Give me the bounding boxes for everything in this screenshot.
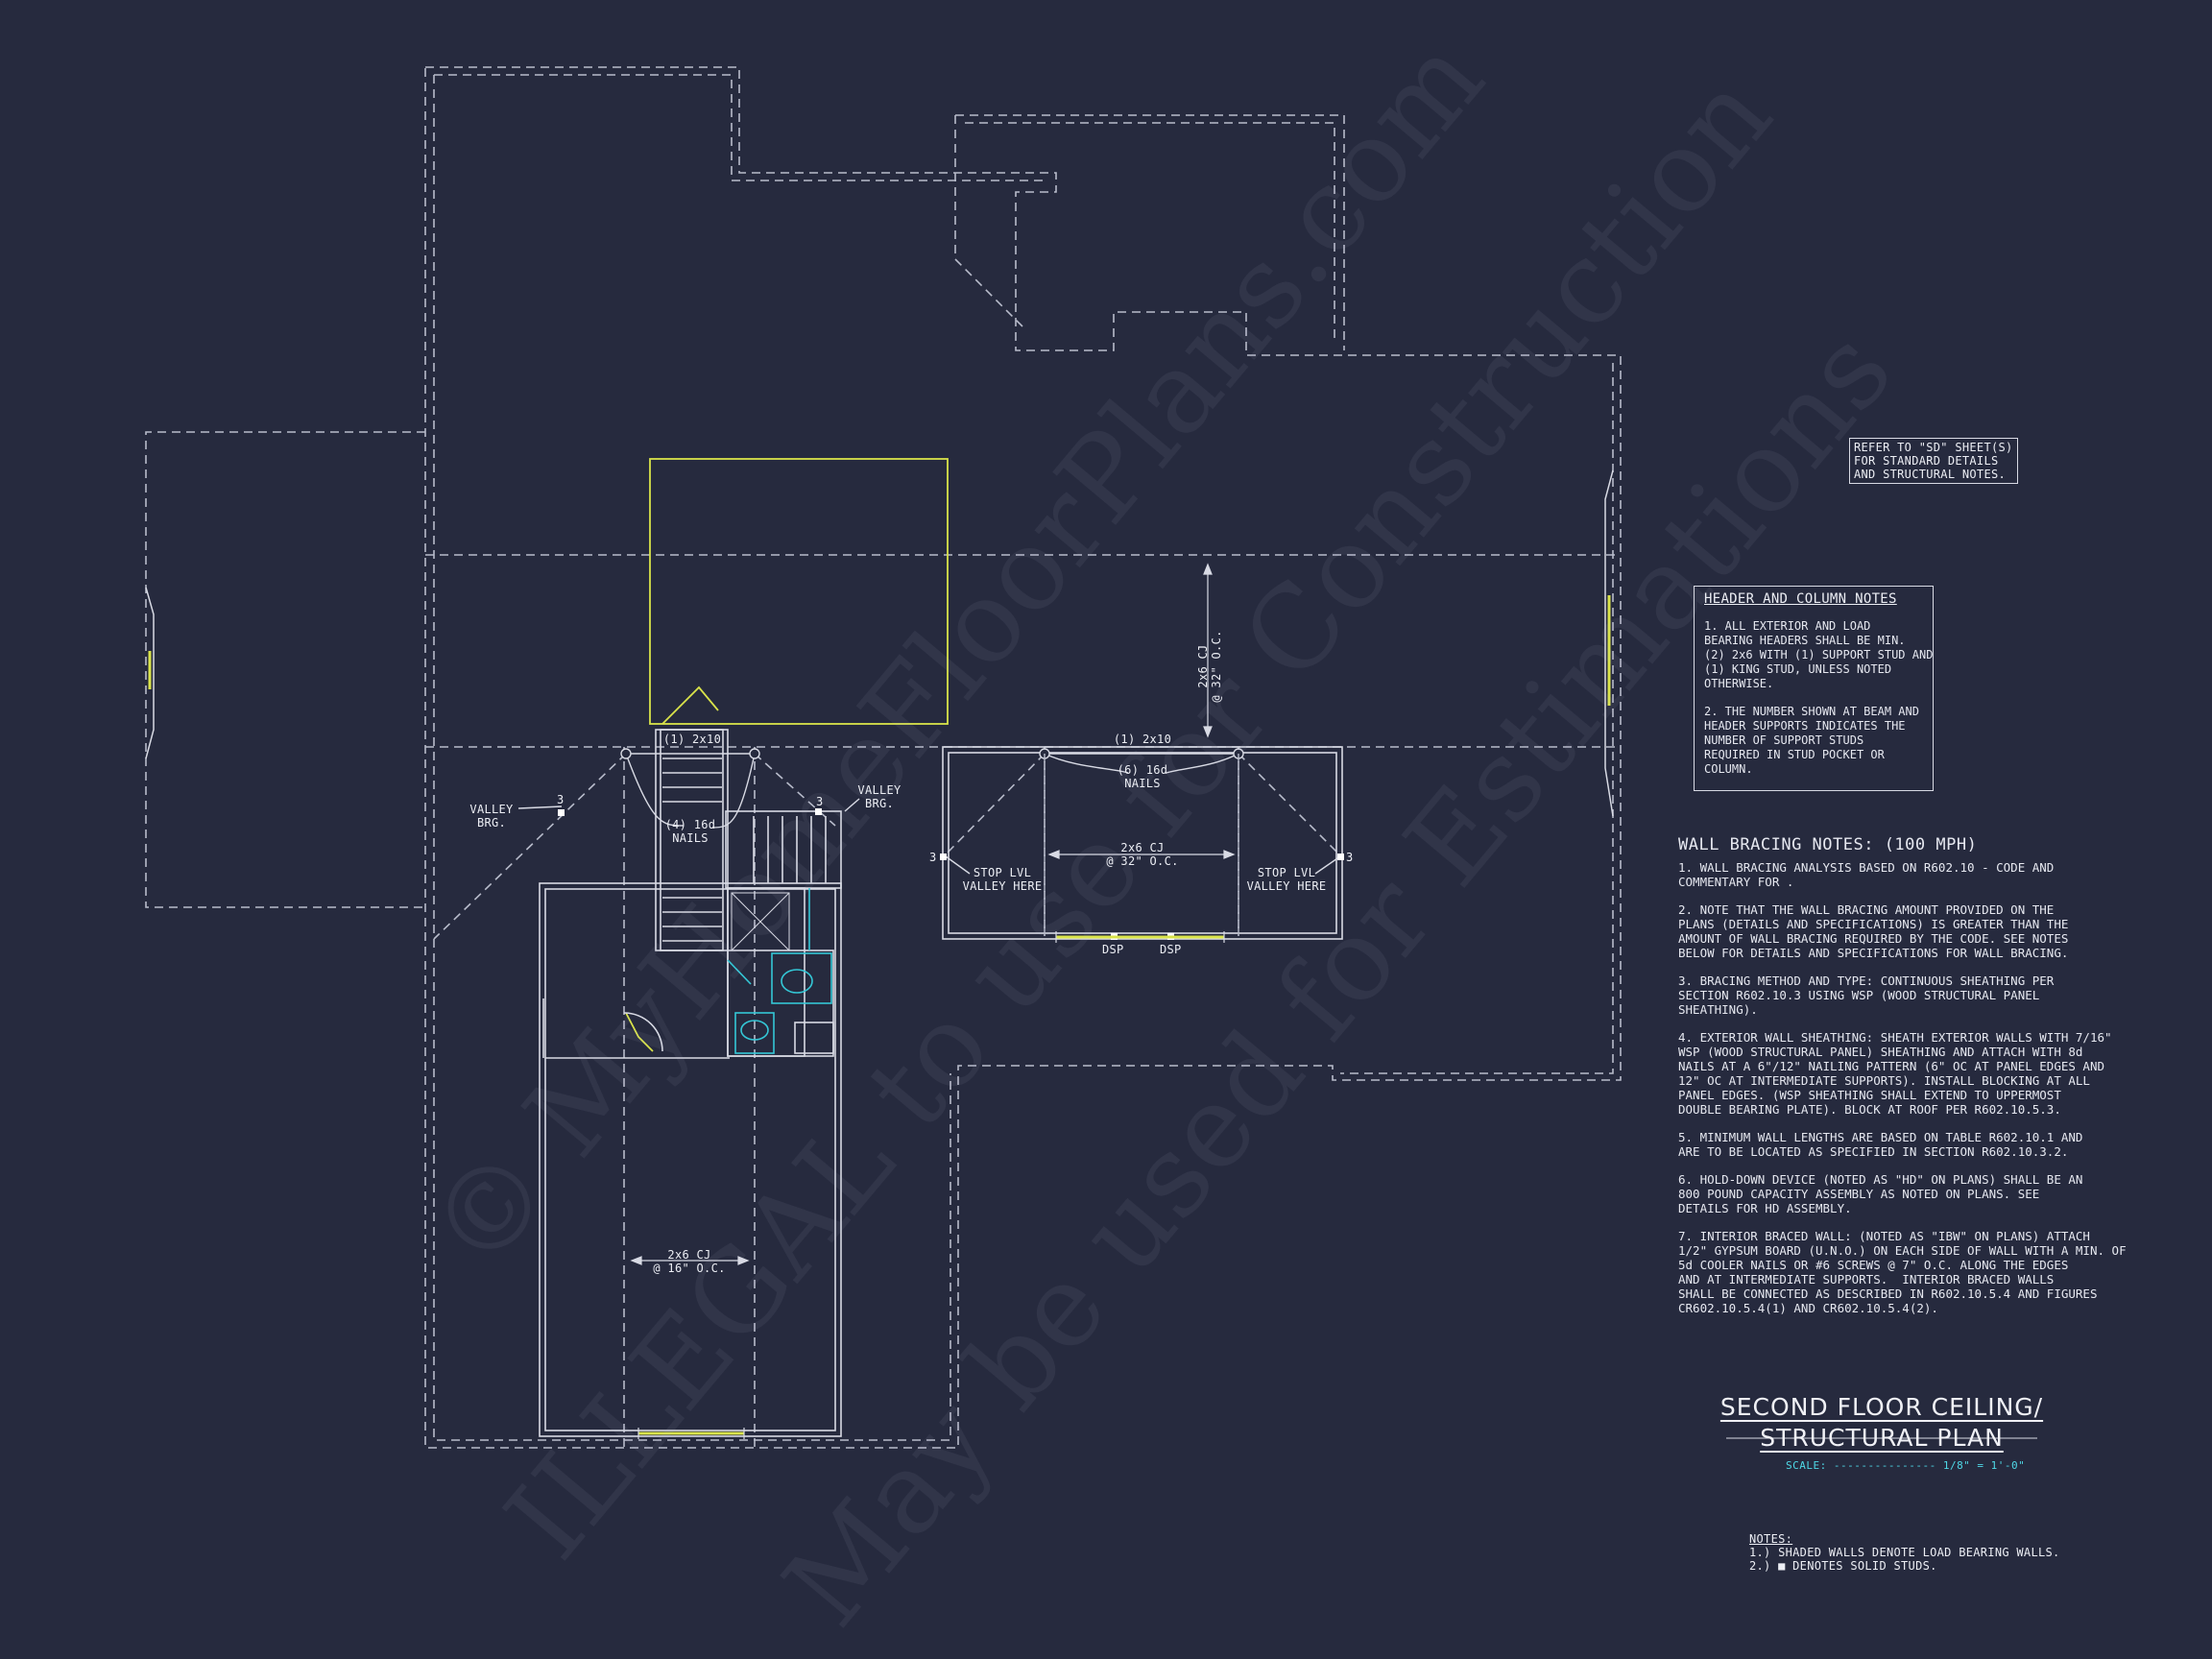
stud-count-4: 3	[1346, 851, 1354, 864]
ceiling-joist-32-center: 2x6 CJ @ 32" O.C.	[1106, 841, 1179, 868]
dsp-label-right: DSP	[1160, 943, 1182, 956]
ceiling-joist-16: 2x6 CJ @ 16" O.C.	[653, 1248, 726, 1275]
valley-bearing-right: VALLEY BRG.	[857, 783, 902, 810]
wall-bracing-note-3: 3. BRACING METHOD AND TYPE: CONTINUOUS S…	[1678, 974, 2055, 1017]
wall-bracing-note-2: 2. NOTE THAT THE WALL BRACING AMOUNT PRO…	[1678, 902, 2069, 960]
header-label-left: (1) 2x10	[662, 733, 722, 746]
sheet-title-line-2: STRUCTURAL PLAN	[1760, 1424, 2004, 1452]
header-label-right: (1) 2x10	[1113, 733, 1172, 746]
header-beams	[517, 753, 1341, 875]
dsp-label-left: DSP	[1102, 943, 1124, 956]
nails-label-left: (4) 16d NAILS	[664, 818, 716, 845]
right-room-valleys	[1044, 754, 1239, 933]
bottom-notes-title: NOTES:	[1749, 1532, 1793, 1546]
bottom-note-1: 1.) SHADED WALLS DENOTE LOAD BEARING WAL…	[1749, 1546, 2060, 1559]
wall-bracing-note-6: 6. HOLD-DOWN DEVICE (NOTED AS "HD" ON PL…	[1678, 1172, 2083, 1215]
bottom-notes: NOTES: 1.) SHADED WALLS DENOTE LOAD BEAR…	[1749, 1532, 2060, 1573]
stud-count-2: 3	[816, 795, 824, 808]
side-window-markers	[145, 469, 1614, 817]
wall-bracing-title: WALL BRACING NOTES: (100 MPH)	[1678, 835, 1978, 854]
valley-bearing-left: VALLEY BRG.	[469, 803, 514, 830]
wall-bracing-note-7: 7. INTERIOR BRACED WALL: (NOTED AS "IBW"…	[1678, 1229, 2127, 1315]
opening-ends	[637, 931, 1225, 1439]
wall-openings	[638, 935, 1224, 1435]
wall-bracing-note-5: 5. MINIMUM WALL LENGTHS ARE BASED ON TAB…	[1678, 1130, 2083, 1159]
header-column-notes: HEADER AND COLUMN NOTES 1. ALL EXTERIOR …	[1694, 586, 1934, 791]
side-window-highlights	[148, 595, 1611, 706]
refer-sd-note: REFER TO "SD" SHEET(S) FOR STANDARD DETA…	[1849, 438, 2018, 484]
nails-label-right: (6) 16d NAILS	[1117, 763, 1168, 790]
ceiling-joist-32-vertical: 2x6 CJ @ 32" O.C.	[1196, 630, 1223, 703]
header-column-notes-title: HEADER AND COLUMN NOTES	[1704, 591, 1897, 607]
wall-bracing-note-4: 4. EXTERIOR WALL SHEATHING: SHEATH EXTER…	[1678, 1030, 2112, 1117]
refer-sd-note-text: REFER TO "SD" SHEET(S) FOR STANDARD DETA…	[1854, 441, 2013, 481]
stud-count-3: 3	[929, 851, 937, 864]
stair-opening-outline	[625, 458, 949, 1052]
header-column-note-2: 2. THE NUMBER SHOWN AT BEAM AND HEADER S…	[1704, 705, 1919, 776]
header-column-note-1: 1. ALL EXTERIOR AND LOAD BEARING HEADERS…	[1704, 619, 1934, 690]
stop-lvl-right: STOP LVL VALLEY HERE	[1246, 866, 1327, 893]
sheet-scale: SCALE: --------------- 1/8" = 1'-0"	[1786, 1459, 2026, 1472]
bottom-note-2: 2.) ■ DENOTES SOLID STUDS.	[1749, 1559, 1937, 1573]
stud-count-1: 3	[557, 793, 565, 806]
roof-outline-dashed	[145, 66, 1622, 1449]
wall-bracing-note-1: 1. WALL BRACING ANALYSIS BASED ON R602.1…	[1678, 860, 2055, 889]
wall-bracing-notes: WALL BRACING NOTES: (100 MPH) 1. WALL BR…	[1678, 835, 2197, 1329]
dimension-arrows	[630, 563, 1236, 1265]
stop-lvl-left: STOP LVL VALLEY HERE	[962, 866, 1043, 893]
shower-fixture	[731, 892, 790, 951]
sheet-title-line-1: SECOND FLOOR CEILING/	[1719, 1393, 2044, 1421]
interior-walls	[539, 729, 1343, 1437]
bath-fixtures	[727, 888, 832, 1054]
